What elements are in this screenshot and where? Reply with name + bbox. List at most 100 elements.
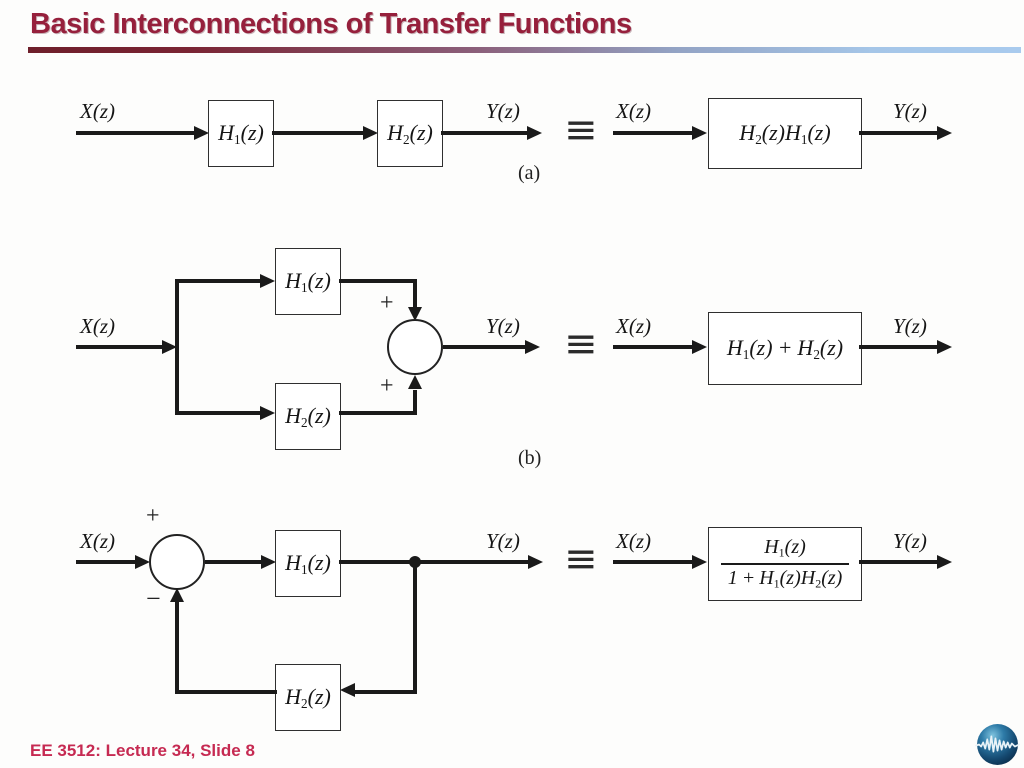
block-h1: H1(z) [208,100,274,167]
footer-text: EE 3512: Lecture 34, Slide 8 [30,741,255,760]
h-arg: (z) [761,119,785,145]
summing-junction [387,319,443,375]
x-label: X(z) [616,99,651,123]
y-label: Y(z) [486,99,520,123]
arrowhead-right [528,555,543,569]
title-rule [28,47,1021,53]
block-h1: H1(z) [275,248,341,315]
h2-base: H [285,402,302,428]
h-sub: 2 [755,131,762,147]
block-h1: H1(z) [275,530,341,597]
h-arg: (z) [807,119,831,145]
h1-arg: (z) [307,549,331,575]
arrowhead-right [692,555,707,569]
arrowhead-up [408,375,422,389]
h1-sub: 1 [234,131,241,147]
feedback-line [355,690,417,694]
h-arg: (z) [779,567,801,589]
block-h2h1-equivalent: H2(z)H1(z) [708,98,862,169]
signal-line [859,131,938,135]
x-label: X(z) [80,529,115,553]
signal-line [613,560,693,564]
h-base: H [800,567,816,589]
plus-sign: + [380,290,394,316]
feedback-line [175,690,277,694]
arrowhead-right [527,126,542,140]
h-sub: 2 [813,346,820,362]
equivalence-icon: ≡ [564,321,598,367]
y-label: Y(z) [486,529,520,553]
signal-line [859,345,938,349]
h2-arg: (z) [307,402,331,428]
signal-line [413,281,417,308]
h2-sub: 2 [403,131,410,147]
h-sub: 2 [815,576,822,591]
signal-line [441,131,528,135]
h-arg: (z) [784,536,806,559]
arrowhead-right [937,555,952,569]
plus-sign: + [741,567,756,589]
h1-arg: (z) [240,119,264,145]
signal-line [339,279,417,283]
h2-base: H [285,683,302,709]
plus-sign: + [777,334,793,360]
page-title: Basic Interconnections of Transfer Funct… [30,8,632,40]
signal-line [272,131,364,135]
arrowhead-right [135,555,150,569]
x-label: X(z) [616,529,651,553]
signal-line [175,411,261,415]
h-base: H [726,334,743,360]
caption-a: (a) [518,162,541,184]
signal-line [613,345,693,349]
h-sub: 1 [742,346,750,362]
fraction-bar [721,563,849,565]
summing-junction [149,534,205,590]
signal-line [413,390,417,415]
h-sub: 1 [773,576,780,591]
x-label: X(z) [616,314,651,338]
h2-sub: 2 [301,695,308,711]
plus-sign: + [146,503,160,529]
y-label: Y(z) [893,314,927,338]
h-arg: (z) [749,334,773,360]
h-base: H [797,334,814,360]
h1-arg: (z) [307,267,331,293]
signal-line [339,560,529,564]
h2-arg: (z) [307,683,331,709]
arrowhead-right [363,126,378,140]
equivalence-icon: ≡ [564,536,598,582]
y-label: Y(z) [486,314,520,338]
signal-line [76,345,163,349]
equivalence-icon: ≡ [564,107,598,153]
h-base: H [739,119,756,145]
arrowhead-down [408,307,422,321]
h1-base: H [285,549,302,575]
block-h1-plus-h2-equivalent: H1(z)+H2(z) [708,312,862,385]
arrowhead-right [692,126,707,140]
h2-sub: 2 [301,414,308,430]
signal-line [205,560,262,564]
h1-sub: 1 [301,279,308,295]
signal-line [76,560,137,564]
block-h2: H2(z) [275,664,341,731]
signal-line [339,411,417,415]
fraction-denominator: 1+H1(z)H2(z) [728,567,843,592]
x-label: X(z) [80,314,115,338]
arrowhead-right [261,555,276,569]
arrowhead-right [692,340,707,354]
feedback-line [413,562,417,693]
signal-globe-logo [975,724,1020,765]
arrowhead-left [340,683,355,697]
h-base: H [785,119,801,145]
h2-arg: (z) [409,119,433,145]
arrowhead-right [260,274,275,288]
arrowhead-right [194,126,209,140]
h2-base: H [387,119,404,145]
signal-line [175,279,261,283]
plus-sign: + [380,373,394,399]
arrowhead-right [525,340,540,354]
signal-line [613,131,693,135]
h-sub: 1 [778,546,785,560]
caption-b: (b) [518,447,542,469]
